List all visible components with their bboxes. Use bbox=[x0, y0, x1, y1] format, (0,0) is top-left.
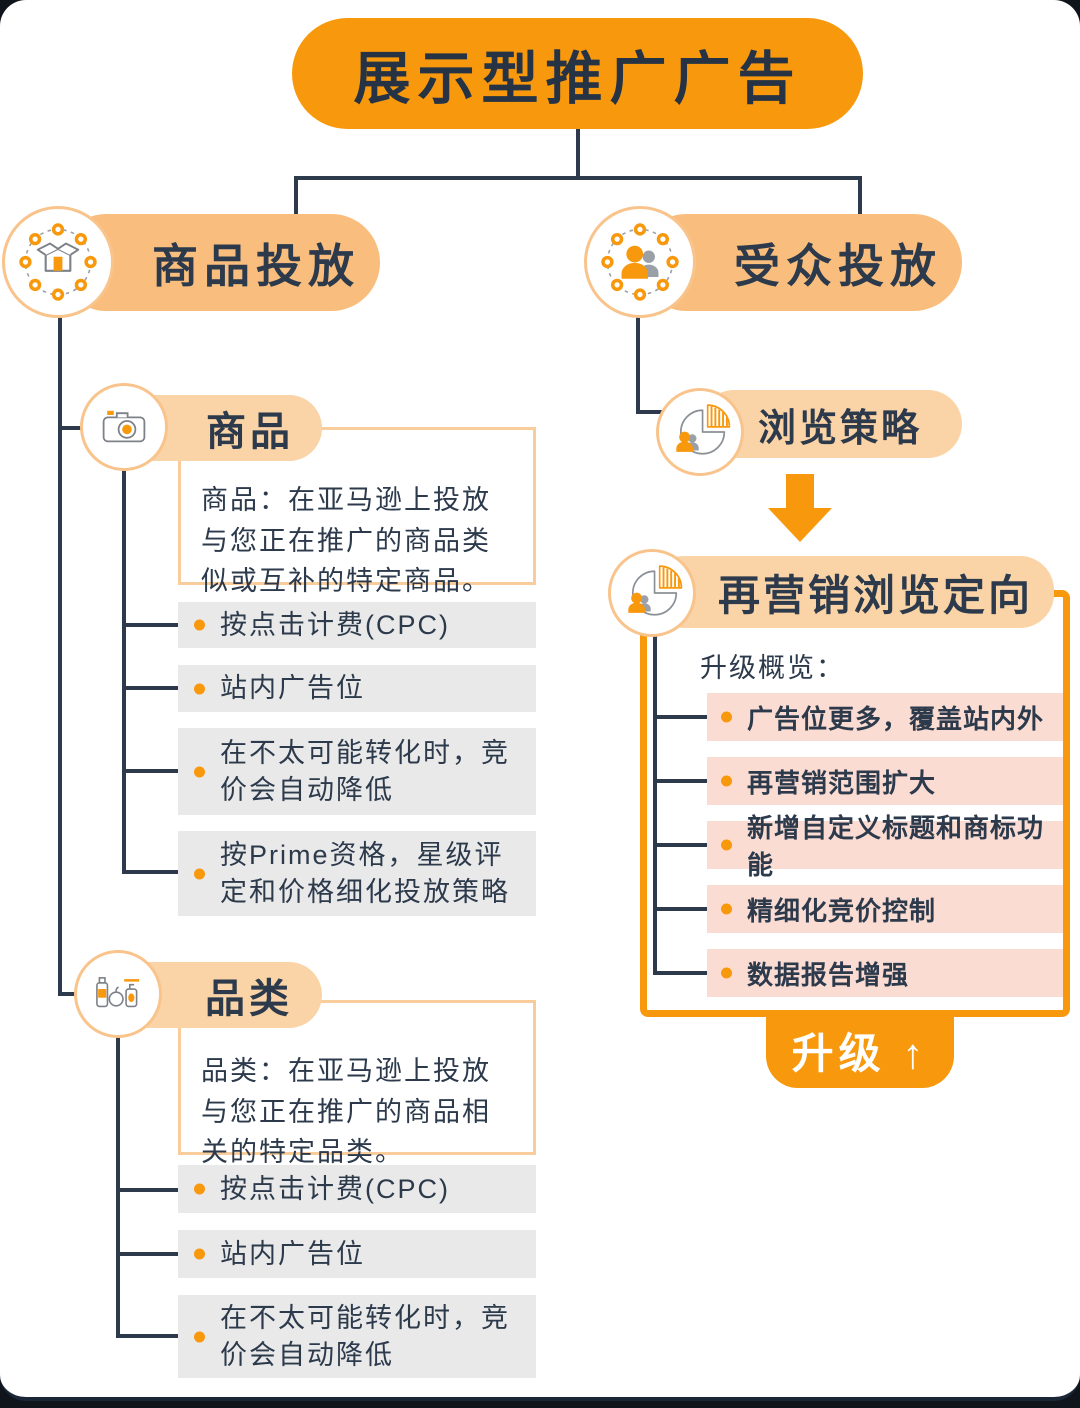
bullet-dot-icon bbox=[721, 839, 732, 851]
upgrade-badge: 升级 ↑ bbox=[766, 1012, 954, 1088]
connector-line bbox=[122, 870, 178, 874]
connector-line bbox=[116, 1334, 178, 1338]
connector-line bbox=[636, 410, 670, 414]
list-item: 按点击计费(CPC) bbox=[178, 1165, 536, 1213]
list-item-label: 精细化竞价控制 bbox=[747, 895, 937, 926]
list-item-label: 再营销范围扩大 bbox=[747, 767, 937, 798]
page-title: 展示型推广广告 bbox=[292, 18, 863, 129]
list-item-label: 按Prime资格，星级评定和价格细化投放策略 bbox=[220, 840, 510, 907]
down-arrow-icon bbox=[768, 508, 832, 542]
upgrade-overview-label: 升级概览： bbox=[700, 653, 845, 683]
bullet-dot-icon bbox=[721, 711, 732, 723]
connector-line bbox=[653, 715, 707, 719]
list-item: 按Prime资格，星级评定和价格细化投放策略 bbox=[178, 831, 536, 916]
connector-line bbox=[636, 314, 640, 414]
list-item-label: 广告位更多，覆盖站内外 bbox=[747, 703, 1045, 734]
bullet-dot-icon bbox=[194, 1183, 205, 1195]
list-item-label: 按点击计费(CPC) bbox=[220, 1173, 450, 1204]
upgrade-list-item: 数据报告增强 bbox=[707, 949, 1063, 997]
list-item-label: 在不太可能转化时，竞价会自动降低 bbox=[220, 738, 510, 805]
down-arrow-icon bbox=[786, 474, 814, 510]
list-item: 在不太可能转化时，竞价会自动降低 bbox=[178, 1295, 536, 1378]
list-item-label: 站内广告位 bbox=[220, 1238, 365, 1269]
node-remarketing-label: 再营销浏览定向 bbox=[718, 571, 1034, 619]
connector-line bbox=[653, 907, 707, 911]
connector-line bbox=[294, 176, 298, 216]
list-item: 站内广告位 bbox=[178, 1230, 536, 1278]
connector-line bbox=[122, 686, 178, 690]
bullet-dot-icon bbox=[721, 775, 732, 787]
connector-line bbox=[58, 314, 62, 996]
branch-audience-label: 受众投放 bbox=[734, 239, 942, 292]
upgrade-list-item: 新增自定义标题和商标功能 bbox=[707, 813, 1063, 880]
connector-line bbox=[116, 1188, 178, 1192]
connector-line bbox=[653, 635, 657, 975]
list-item-label: 新增自定义标题和商标功能 bbox=[747, 813, 1045, 880]
products-icon bbox=[74, 950, 162, 1038]
camera-icon bbox=[80, 383, 168, 471]
connector-line bbox=[294, 176, 862, 180]
upgrade-list-item: 再营销范围扩大 bbox=[707, 757, 1063, 805]
connector-line bbox=[122, 769, 178, 773]
node-category-label: 品类 bbox=[205, 977, 293, 1021]
audience-network-icon bbox=[584, 206, 696, 318]
connector-line bbox=[576, 129, 580, 179]
connector-line bbox=[653, 843, 707, 847]
bullet-dot-icon bbox=[721, 967, 732, 979]
pie-audience-icon bbox=[656, 388, 744, 476]
list-item-label: 按点击计费(CPC) bbox=[220, 609, 450, 640]
upgrade-list-item: 精细化竞价控制 bbox=[707, 885, 1063, 933]
bullet-dot-icon bbox=[721, 903, 732, 915]
bullet-dot-icon bbox=[194, 766, 205, 777]
branch-product-label: 商品投放 bbox=[152, 239, 360, 292]
bullet-dot-icon bbox=[194, 619, 205, 631]
connector-line bbox=[58, 426, 90, 430]
box-network-icon bbox=[2, 206, 114, 318]
connector-line bbox=[116, 1035, 120, 1338]
connector-line bbox=[122, 623, 178, 627]
node-remarketing: 再营销浏览定向 bbox=[650, 556, 1054, 628]
connector-line bbox=[653, 779, 707, 783]
list-item: 在不太可能转化时，竞价会自动降低 bbox=[178, 728, 536, 815]
list-item-label: 在不太可能转化时，竞价会自动降低 bbox=[220, 1303, 510, 1370]
list-item-label: 数据报告增强 bbox=[747, 959, 910, 990]
node-product-label: 商品 bbox=[206, 410, 294, 454]
bullet-dot-icon bbox=[194, 868, 205, 879]
pie-audience-icon bbox=[608, 549, 696, 637]
bullet-dot-icon bbox=[194, 683, 205, 694]
node-views-strategy-label: 浏览策略 bbox=[758, 407, 923, 450]
upgrade-list-item: 广告位更多，覆盖站内外 bbox=[707, 693, 1063, 741]
branch-audience-targeting: 受众投放 bbox=[638, 214, 962, 311]
list-item: 站内广告位 bbox=[178, 665, 536, 712]
list-item: 按点击计费(CPC) bbox=[178, 602, 536, 648]
connector-line bbox=[116, 1252, 178, 1256]
connector-line bbox=[122, 468, 126, 872]
bullet-dot-icon bbox=[194, 1331, 205, 1342]
connector-line bbox=[58, 992, 86, 996]
connector-line bbox=[858, 176, 862, 216]
connector-line bbox=[653, 971, 707, 975]
bullet-dot-icon bbox=[194, 1248, 205, 1260]
node-views-strategy: 浏览策略 bbox=[700, 390, 962, 458]
list-item-label: 站内广告位 bbox=[220, 673, 365, 704]
